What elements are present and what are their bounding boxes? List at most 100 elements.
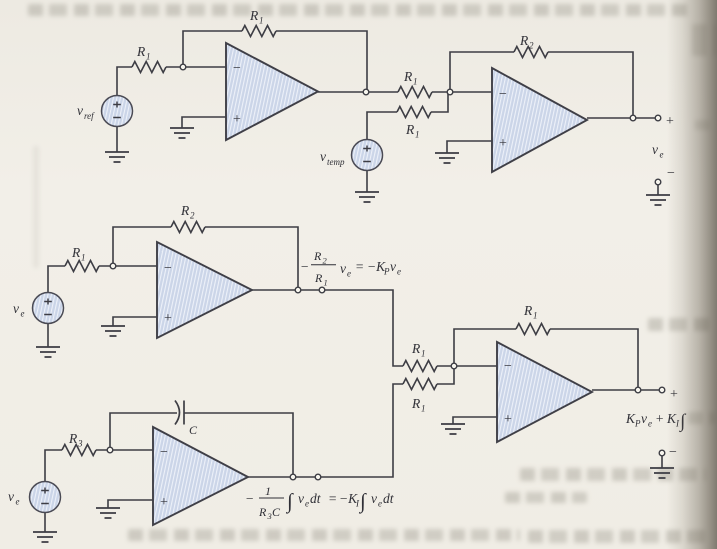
label-ve2-source: v (8, 489, 14, 504)
terminal-ve-minus (654, 178, 662, 186)
opamp-1-inverting-sign: − (233, 61, 241, 76)
label-vref-sub: ref (84, 111, 95, 121)
ki-v2-sub: e (378, 499, 382, 509)
ground-ve-source (35, 346, 61, 358)
wire-opamp2-feedback (449, 51, 634, 118)
label-r1-sum-lower-sub: 1 (415, 130, 420, 140)
ki-dt1: dt (310, 491, 322, 506)
wire-opamp5-feedback (453, 328, 639, 390)
formula-output: K P v e + K I ∫ (625, 411, 687, 433)
label-r1-ve-sub: 1 (81, 253, 86, 263)
voltage-source-ve-proportional (31, 291, 65, 325)
label-vref: v (77, 103, 83, 118)
wire-opamp4-plus-ground (107, 499, 153, 508)
ground-vtemp (354, 191, 380, 203)
opamp-4-triangle (152, 425, 251, 527)
ve-terminal-minus-label: − (667, 166, 675, 181)
bleedthrough-text-smudge (505, 492, 587, 503)
out-v1-sub: e (648, 419, 652, 429)
label-capacitor: C (189, 423, 198, 437)
terminal-output-minus (658, 449, 666, 457)
ki-negk: −K (339, 491, 358, 506)
ki-eq: = (328, 491, 337, 506)
node-opamp1-input (179, 63, 187, 71)
node-opamp3-input (109, 262, 117, 270)
kp-den-sub: 1 (324, 278, 328, 288)
wire-opamp4-output (248, 366, 455, 478)
label-r1-sum5-upper-sub: 1 (421, 349, 426, 359)
node-opamp2-input (446, 88, 454, 96)
terminal-output-plus (658, 386, 666, 394)
resistor-r1-summer5-upper (402, 359, 438, 373)
opamp-3-triangle (156, 240, 255, 340)
opamp-2-inverting-sign: − (499, 87, 507, 102)
wire-opamp3-feedback (112, 226, 299, 290)
out-k1-sub: P (634, 419, 641, 429)
label-r2-fb3: R (180, 203, 190, 218)
node-opamp1-output (362, 88, 370, 96)
resistor-r1-summer5-lower (402, 377, 438, 391)
node-opamp4-output-a (289, 473, 297, 481)
opamp-5-inverting-sign: − (504, 359, 512, 374)
out-integral: ∫ (679, 411, 687, 433)
label-r1-fb1: R (249, 8, 259, 23)
node-opamp5-output (634, 386, 642, 394)
kp-den: R (314, 271, 323, 285)
kp-eq: = (355, 259, 364, 274)
wire-vref-input (116, 66, 226, 96)
ki-minus: − (245, 491, 254, 506)
node-opamp5-input (450, 362, 458, 370)
wire-opamp5-plus-ground (452, 416, 497, 424)
ground-vref (104, 151, 130, 163)
opamp-3-noninverting-sign: + (164, 311, 172, 326)
kp-v2-sub: e (397, 267, 401, 277)
label-r1-sum5-lower-sub: 1 (421, 404, 426, 414)
resistor-r1-summer2-lower (396, 105, 432, 119)
wire-opamp3-plus-ground (112, 316, 157, 326)
output-terminal-plus-label: + (670, 387, 678, 402)
resistor-r1-opamp5-feedback (515, 322, 551, 336)
wire-ve-input (47, 265, 157, 293)
terminal-ve-plus (654, 114, 662, 122)
kp-v2: v (390, 259, 396, 274)
output-terminal-minus-label: − (669, 445, 677, 460)
resistor-r1-opamp1-feedback (241, 24, 277, 38)
capacitor-c (174, 399, 185, 426)
wire-opamp1-plus-ground (181, 116, 226, 128)
kp-num-sub: 2 (323, 256, 328, 266)
label-r1-sum-upper-sub: 1 (413, 77, 418, 87)
ground-opamp5-plus (440, 423, 466, 435)
label-ve-output: v (652, 142, 658, 157)
label-r3-sub: 3 (77, 439, 83, 449)
ki-k-sub: I (355, 499, 360, 509)
node-opamp3-output-b (318, 286, 326, 294)
ki-dt2: dt (383, 491, 395, 506)
formula-integral-gain: − 1 R 3 C ∫ v e dt = −K I ∫ v e dt (245, 484, 395, 521)
node-opamp2-output (629, 114, 637, 122)
label-vtemp: v (320, 149, 326, 164)
resistor-r1-vref-input (131, 60, 167, 74)
wire-opamp4-feedback (109, 412, 294, 477)
label-ve2-source-sub: e (16, 497, 20, 507)
label-ve-source-sub: e (21, 309, 25, 319)
voltage-source-vtemp (350, 138, 384, 172)
opamp-2-triangle (491, 66, 589, 174)
formula-proportional-gain: − R 2 R 1 v e = −K P v e (300, 249, 401, 288)
label-r1-vref-sub: 1 (146, 52, 151, 62)
label-ve-output-sub: e (660, 150, 664, 160)
opamp-1-noninverting-sign: + (233, 112, 241, 127)
label-r1-fb5-sub: 1 (533, 311, 538, 321)
ground-ve2-source (32, 531, 58, 543)
ki-den-r-sub: 3 (267, 511, 272, 521)
node-opamp4-output-b (314, 473, 322, 481)
ve-terminal-plus-label: + (666, 114, 674, 129)
ground-opamp4-plus (95, 507, 121, 519)
voltage-source-vref (100, 94, 134, 128)
ki-v1-sub: e (305, 499, 309, 509)
voltage-source-ve-integrator (28, 480, 62, 514)
label-vtemp-sub: temp (327, 157, 345, 167)
wire-opamp1-feedback (182, 30, 368, 92)
kp-v-sub: e (347, 269, 351, 279)
resistor-r1-summer2-upper (397, 85, 433, 99)
out-k1: K (625, 411, 636, 426)
